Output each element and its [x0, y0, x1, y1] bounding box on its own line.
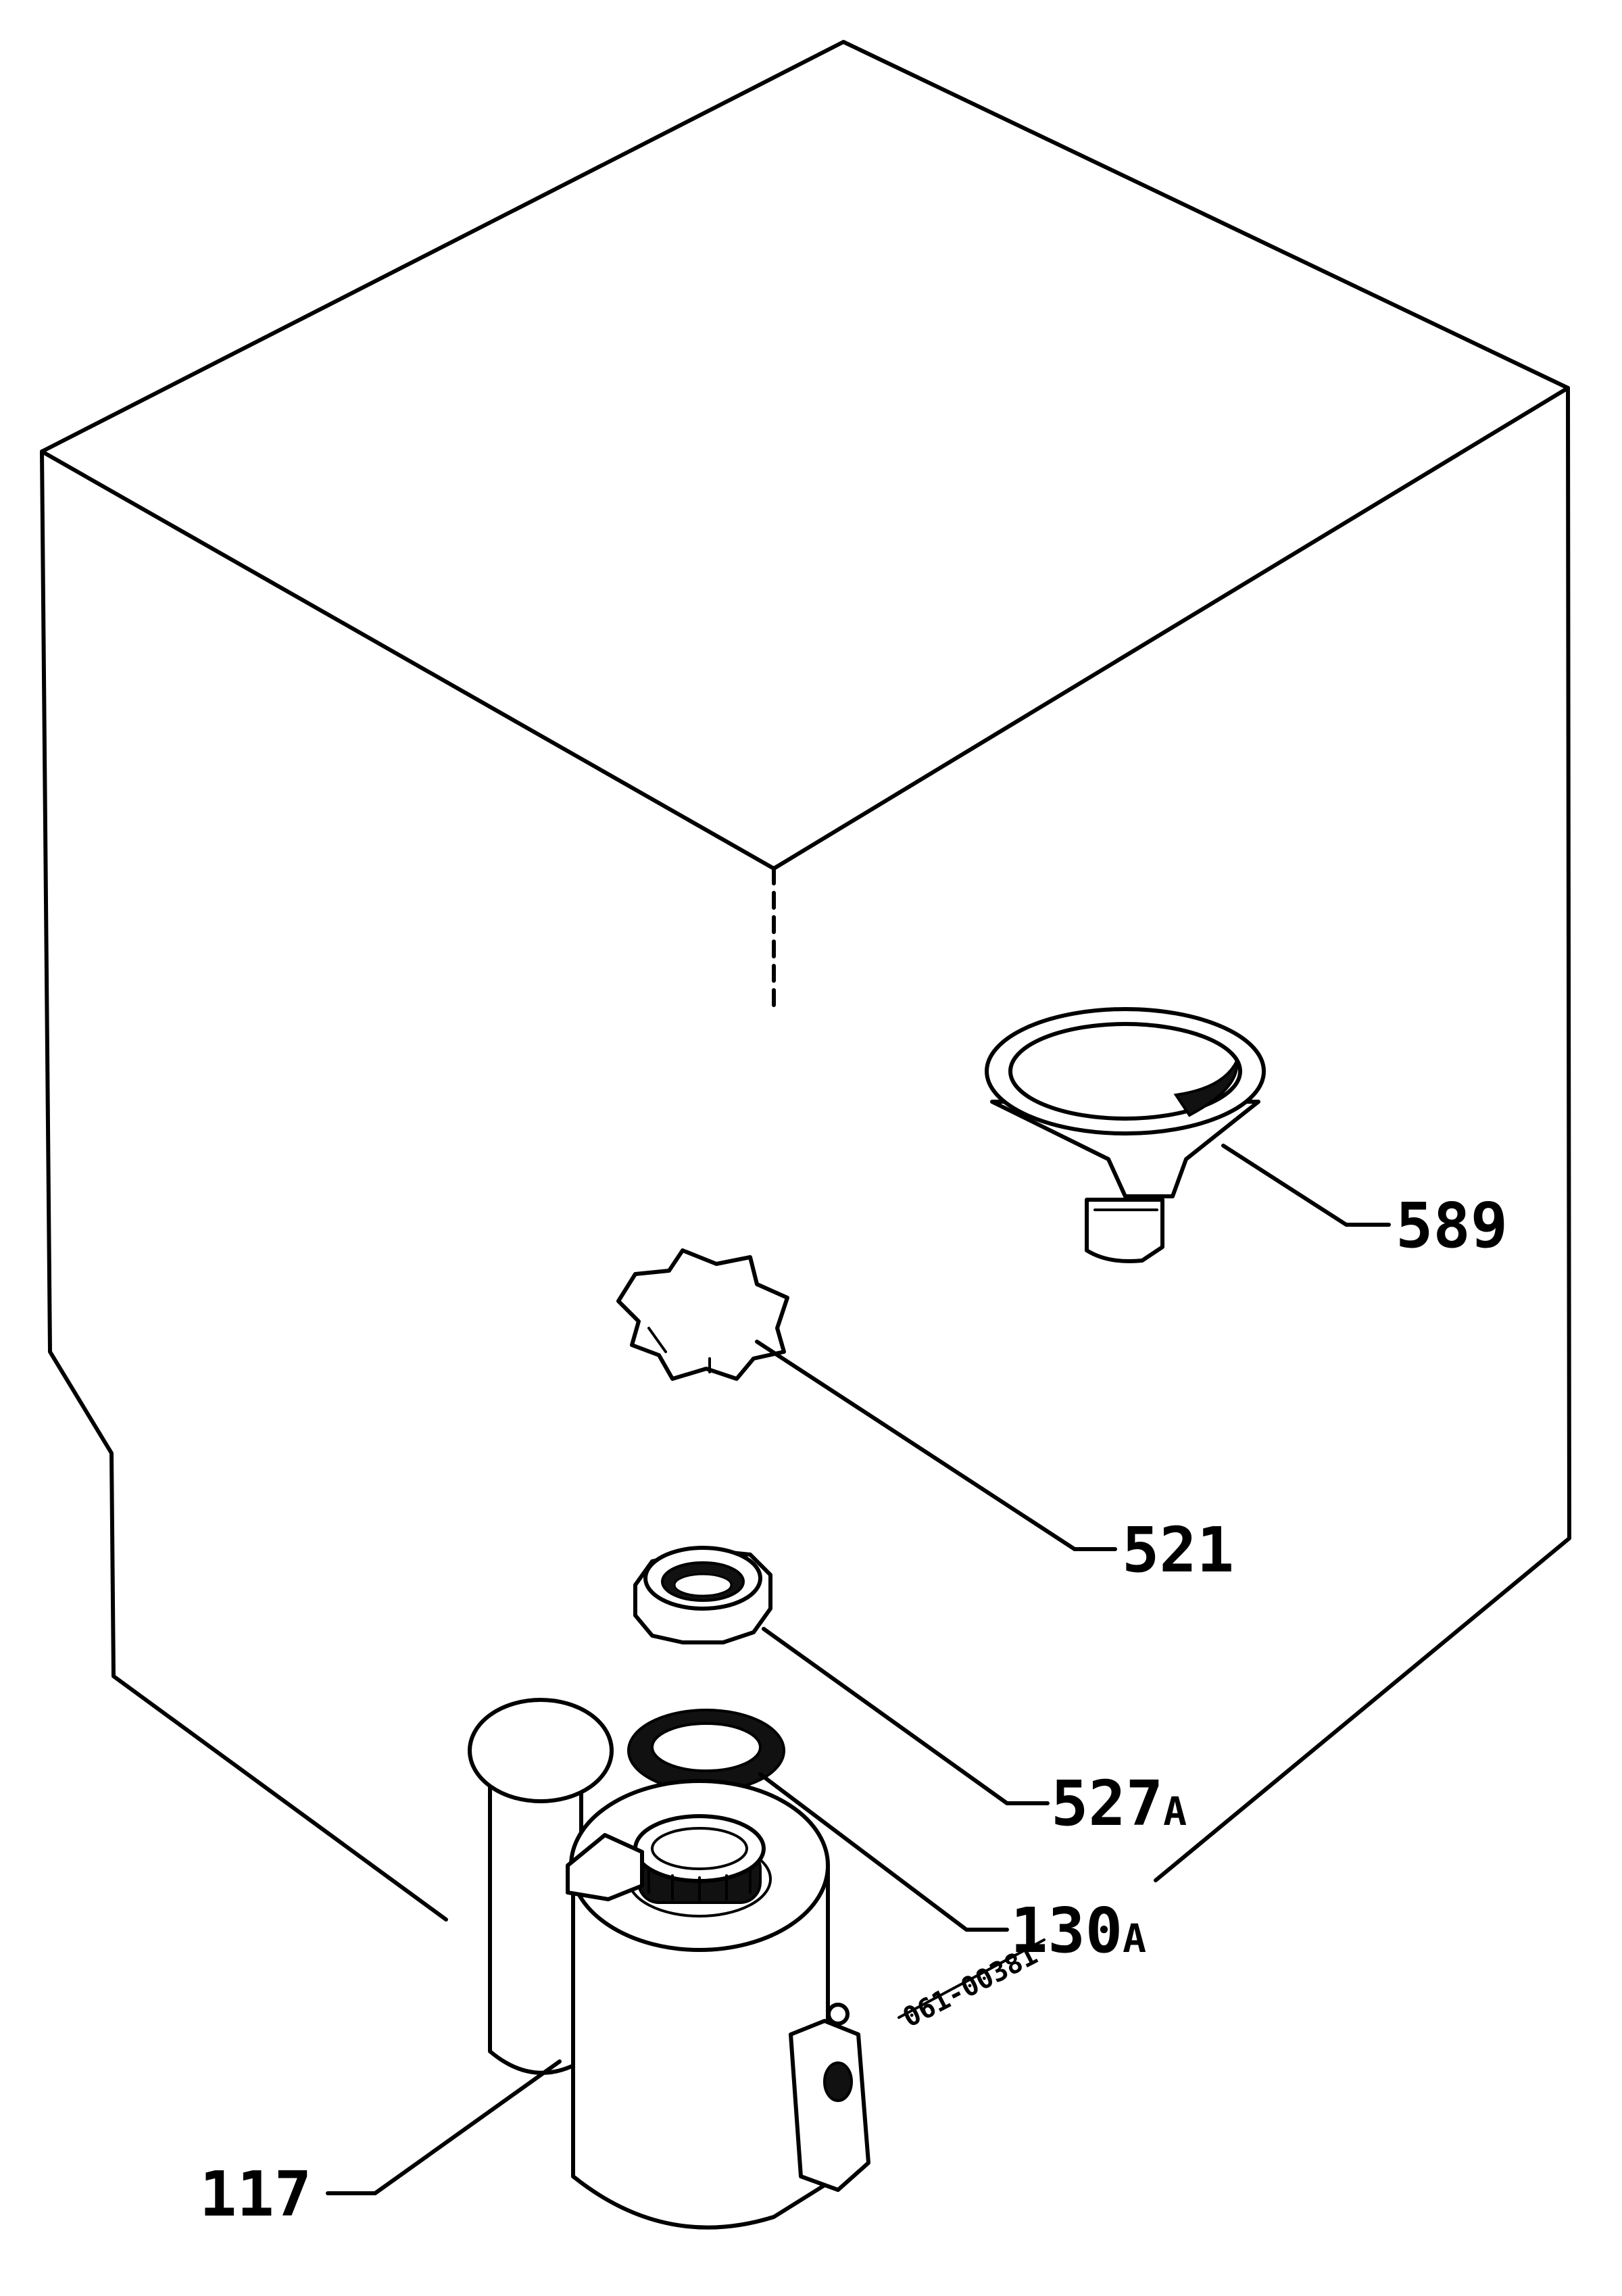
drawing-code: 061-00381 [898, 1940, 1043, 2034]
callout-117: 117 [199, 2158, 312, 2230]
tank-assembly-117 [468, 1698, 870, 2230]
funnel-589 [985, 1007, 1266, 1263]
star-cap-521 [616, 1248, 789, 1381]
callout-589: 589 [1396, 1190, 1508, 1262]
callout-521: 521 [1122, 1514, 1234, 1586]
callout-130a-number: 130 [1010, 1895, 1123, 1967]
cabinet-outline [40, 40, 1571, 1922]
callout-527a: 527A [1051, 1767, 1187, 1840]
hex-nut-527a [633, 1546, 772, 1644]
gasket-130a [627, 1709, 785, 1792]
callout-527a-suffix: A [1163, 1788, 1187, 1834]
callout-527a-number: 527 [1051, 1767, 1163, 1840]
leader-lines [326, 1144, 1391, 2195]
callout-130a: 130A [1010, 1895, 1146, 1967]
callout-130a-suffix: A [1123, 1915, 1146, 1961]
